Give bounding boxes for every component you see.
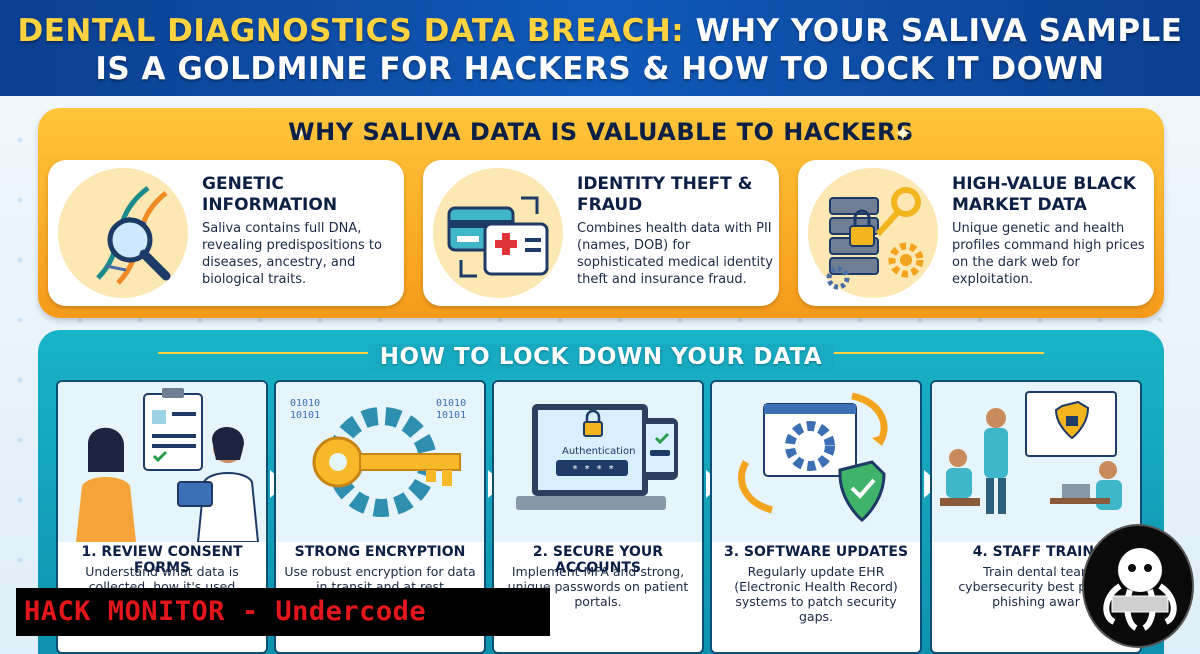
card-title: HIGH-VALUE BLACK MARKET DATA	[952, 174, 1136, 215]
svg-text:10101: 10101	[436, 410, 466, 421]
step-staff-training: 4. STAFF TRAINI Train dental tean cybers…	[930, 380, 1142, 654]
accounts-illustration: Authentication * * * *	[494, 382, 702, 542]
svg-text:* * * *: * * * *	[572, 464, 614, 475]
step-title: 2. SECURE YOUR ACCOUNTS	[532, 544, 664, 576]
sparkle-icon: ✦	[290, 122, 309, 147]
why-section: ✦ WHY SALIVA DATA IS VALUABLE TO HACKERS…	[38, 108, 1164, 318]
svg-text:Authentication: Authentication	[562, 446, 635, 457]
step-body: Regularly update EHR (Electronic Health …	[734, 564, 898, 624]
card-title: GENETIC INFORMATION	[202, 174, 338, 215]
step-software-updates: 3. SOFTWARE UPDATES Regularly update EHR…	[710, 380, 922, 654]
title-rest: WHY YOUR SALIVA SAMPLE	[684, 13, 1183, 49]
svg-text:01010: 01010	[436, 398, 466, 409]
step-title: 3. SOFTWARE UPDATES	[723, 544, 909, 560]
svg-text:10101: 10101	[290, 410, 320, 421]
sparkle-icon: ✦	[893, 122, 912, 147]
step-title: STRONG ENCRYPTION	[294, 544, 466, 560]
svg-text:01010: 01010	[290, 398, 320, 409]
octopus-logo	[1082, 524, 1194, 648]
step-title: 4. STAFF TRAINI	[972, 544, 1100, 560]
step-title: 1. REVIEW CONSENT FORMS	[81, 544, 243, 576]
lock-section-title: HOW TO LOCK DOWN YOUR DATA	[38, 344, 1164, 370]
why-card-genetic: GENETIC INFORMATION Saliva contains full…	[48, 160, 404, 306]
card-body: Combines health data with PII (names, DO…	[577, 221, 773, 287]
card-body: Unique genetic and health profiles comma…	[952, 221, 1145, 287]
id-card-medical-icon	[433, 168, 563, 298]
page-header: DENTAL DIAGNOSTICS DATA BREACH: WHY YOUR…	[0, 0, 1200, 96]
why-section-title: WHY SALIVA DATA IS VALUABLE TO HACKERS	[288, 118, 914, 146]
title-highlight: DENTAL DIAGNOSTICS DATA BREACH:	[17, 13, 685, 49]
title-line-1: DENTAL DIAGNOSTICS DATA BREACH: WHY YOUR…	[0, 12, 1200, 50]
step-body: Train dental tean cybersecurity best p a…	[958, 564, 1114, 609]
why-card-identity: IDENTITY THEFT & FRAUD Combines health d…	[423, 160, 779, 306]
server-lock-key-icon	[808, 168, 938, 298]
lock-section: HOW TO LOCK DOWN YOUR DATA 1. REVIEW CO	[38, 330, 1164, 654]
title-line-2: IS A GOLDMINE FOR HACKERS & HOW TO LOCK …	[95, 51, 1105, 87]
updates-illustration	[712, 382, 920, 542]
step-secure-accounts: Authentication * * * * 2. SECURE YOUR AC…	[492, 380, 704, 654]
training-illustration	[932, 382, 1140, 542]
dna-magnifier-icon	[58, 168, 188, 298]
hack-monitor-watermark: HACK MONITOR - Undercode	[16, 588, 550, 636]
encryption-illustration: 01010 10101 01010 10101	[276, 382, 484, 542]
why-card-black-market: HIGH-VALUE BLACK MARKET DATA Unique gene…	[798, 160, 1154, 306]
step-body: Implement MFA and strong, unique passwor…	[507, 564, 689, 609]
card-title: IDENTITY THEFT & FRAUD	[577, 174, 753, 215]
consent-illustration	[58, 382, 266, 543]
card-body: Saliva contains full DNA, revealing pred…	[202, 221, 382, 287]
